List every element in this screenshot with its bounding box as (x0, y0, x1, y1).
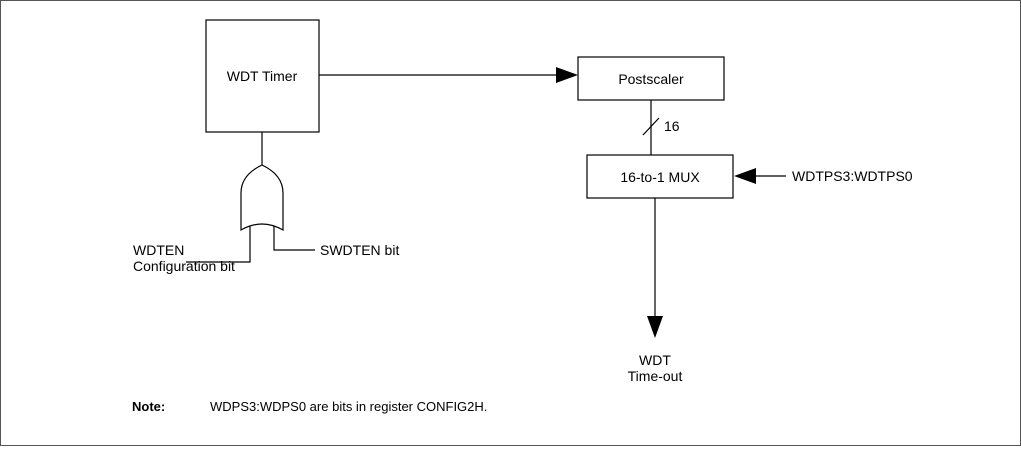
select-input-label: WDTPS3:WDTPS0 (792, 168, 913, 184)
swdten-label: SWDTEN bit (320, 242, 399, 258)
output-label-line2: Time-out (628, 368, 683, 384)
wdten-input-line (186, 226, 251, 263)
wdt-timer-label: WDT Timer (227, 68, 298, 84)
arrowhead-icon (647, 316, 663, 338)
arrowhead-icon (734, 168, 756, 184)
mux-label: 16-to-1 MUX (620, 169, 700, 185)
or-gate-symbol-icon (240, 164, 284, 232)
postscaler-label: Postscaler (618, 71, 684, 87)
bus-slash-mark (642, 117, 660, 136)
postscaler-block: Postscaler (577, 56, 725, 101)
mux-block: 16-to-1 MUX (586, 154, 734, 199)
arrowhead-icon (556, 67, 578, 83)
swdten-input-line (273, 226, 315, 251)
wdten-config-label: Configuration bit (133, 258, 235, 274)
note-label: Note: (132, 399, 165, 414)
wdten-label: WDTEN (133, 242, 184, 258)
output-label-line1: WDT (639, 352, 671, 368)
note-text: WDPS3:WDPS0 are bits in register CONFIG2… (210, 399, 487, 414)
bus-width-label: 16 (664, 118, 680, 134)
wdt-timer-block: WDT Timer (205, 19, 320, 133)
